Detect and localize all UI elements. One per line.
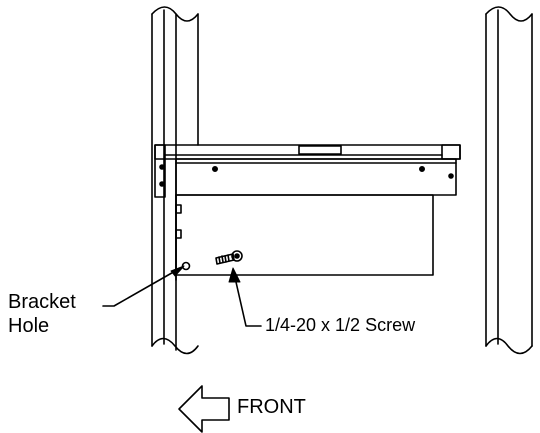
bracket-hole-label: Bracket Hole (8, 290, 76, 338)
side-panel (175, 194, 434, 281)
bracket-screw-dot (418, 166, 425, 173)
screw-arrowhead (228, 267, 241, 283)
bracket-hole-leader (102, 269, 178, 307)
left-rack-rail (151, 6, 199, 355)
bracket-hole-arrowhead (170, 265, 185, 277)
bracket-screw-dot (212, 166, 219, 173)
mounting-bracket (159, 158, 457, 196)
screw-leader (235, 281, 262, 327)
front-arrow-icon (178, 385, 230, 433)
bracket-hole-label-line1: Bracket (8, 291, 76, 313)
bracket-hole (181, 261, 191, 271)
chassis-shelf (154, 144, 461, 198)
screw-icon (215, 250, 243, 265)
front-label: FRONT (237, 396, 306, 418)
right-rack-rail (485, 6, 533, 355)
bracket-hole-label-line2: Hole (8, 315, 50, 337)
screw-label: 1/4-20 x 1/2 Screw (265, 315, 416, 335)
